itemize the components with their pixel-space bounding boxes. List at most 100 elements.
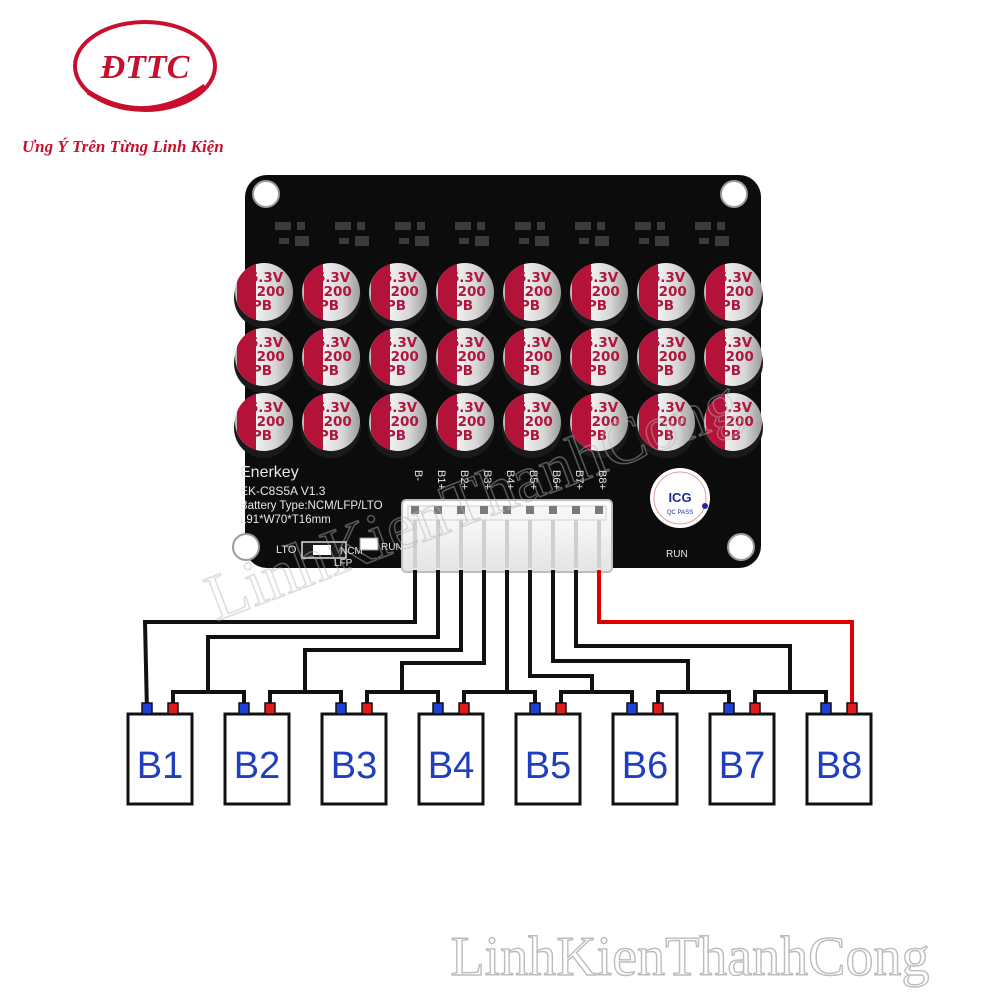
battery-cell: B4	[417, 702, 485, 806]
battery-label: B2	[234, 745, 280, 787]
capacitor-voltage: 6.3V	[383, 400, 418, 416]
pin-label: B5+	[527, 470, 539, 490]
run-label-right: RUN	[666, 549, 688, 560]
capacitor-voltage: 6.3V	[316, 400, 351, 416]
brand-logo: ĐTTC	[73, 20, 217, 112]
capacitor-voltage: 6.3V	[718, 270, 753, 286]
pin-label: B6+	[550, 470, 562, 490]
positive-terminal	[361, 702, 373, 715]
positive-terminal	[458, 702, 470, 715]
capacitor-capacitance: 2200	[515, 349, 553, 365]
capacitor-series: PB	[721, 298, 741, 314]
capacitor-voltage: 6.3V	[718, 400, 753, 416]
capacitor-series: PB	[386, 428, 406, 444]
capacitor-series: PB	[587, 298, 607, 314]
capacitor-series: PB	[520, 363, 540, 379]
capacitor-series: PB	[520, 428, 540, 444]
balance-wire	[528, 570, 634, 712]
capacitor-voltage: 6.3V	[450, 335, 485, 351]
capacitor-series: PB	[654, 363, 674, 379]
capacitor-series: PB	[386, 363, 406, 379]
capacitor-capacitance: 2200	[649, 414, 687, 430]
board-brand: Enerkey	[240, 464, 299, 481]
battery-label: B1	[137, 745, 183, 787]
capacitor-series: PB	[252, 298, 272, 314]
capacitor-series: PB	[453, 363, 473, 379]
capacitor-capacitance: 2200	[649, 349, 687, 365]
capacitor-capacitance: 2200	[716, 284, 754, 300]
capacitor-capacitance: 2200	[381, 349, 419, 365]
capacitor-capacitance: 2200	[582, 414, 620, 430]
mount-hole	[727, 533, 755, 561]
board-dimensions: L91*W70*T16mm	[240, 514, 331, 526]
capacitor-series: PB	[319, 363, 339, 379]
capacitor-capacitance: 2200	[314, 349, 352, 365]
battery-cell: B3	[320, 702, 388, 806]
switch-label-lto: LTO	[276, 544, 297, 556]
capacitor-series: PB	[453, 298, 473, 314]
positive-terminal	[555, 702, 567, 715]
switch-label-ncm: NCM	[340, 546, 363, 557]
mount-hole	[232, 533, 260, 561]
capacitor-series: PB	[587, 363, 607, 379]
run-label-left: RUN	[381, 542, 403, 553]
capacitor-series: PB	[654, 298, 674, 314]
pin-label: B3+	[481, 470, 493, 490]
capacitor-series: PB	[252, 363, 272, 379]
negative-terminal	[820, 702, 832, 715]
capacitor-capacitance: 2200	[448, 349, 486, 365]
positive-terminal	[652, 702, 664, 715]
capacitor-series: PB	[587, 428, 607, 444]
negative-terminal	[335, 702, 347, 715]
positive-terminal	[167, 702, 179, 715]
watermark-bottom: LinhKienThanhCong	[450, 926, 929, 988]
capacitor-capacitance: 2200	[582, 349, 620, 365]
negative-terminal	[432, 702, 444, 715]
capacitor-capacitance: 2200	[582, 284, 620, 300]
battery-cell: B2	[223, 702, 291, 806]
capacitor-capacitance: 2200	[247, 414, 285, 430]
battery-label: B6	[622, 745, 668, 787]
pin-label: B2+	[458, 470, 470, 490]
capacitor-series: PB	[319, 428, 339, 444]
capacitor-series: PB	[721, 428, 741, 444]
capacitor-voltage: 6.3V	[383, 335, 418, 351]
capacitor-capacitance: 2200	[247, 284, 285, 300]
mount-hole	[252, 180, 280, 208]
capacitor-capacitance: 2200	[448, 284, 486, 300]
pin-label: B-	[412, 470, 424, 481]
negative-terminal	[529, 702, 541, 715]
battery-label: B8	[816, 745, 862, 787]
battery-cell: B8	[805, 702, 873, 806]
qc-seal: ICG QC PASS	[650, 468, 710, 528]
pin-label: B1+	[435, 470, 447, 490]
battery-cell: B1	[126, 702, 194, 806]
mode-switch[interactable]: LTO NCM LFP RUN RUN	[276, 537, 688, 569]
capacitor-voltage: 6.3V	[584, 270, 619, 286]
battery-label: B5	[525, 745, 571, 787]
balancer-board: 6.3V2200PB6.3V2200PB6.3V2200PB6.3V2200PB…	[232, 175, 763, 573]
capacitor-capacitance: 2200	[515, 284, 553, 300]
positive-terminal	[846, 702, 858, 715]
battery-cell: B5	[514, 702, 582, 806]
negative-terminal	[723, 702, 735, 715]
capacitor-capacitance: 2200	[381, 284, 419, 300]
negative-terminal	[238, 702, 250, 715]
battery-label: B4	[428, 745, 474, 787]
capacitor-voltage: 6.3V	[718, 335, 753, 351]
capacitor-voltage: 6.3V	[316, 335, 351, 351]
